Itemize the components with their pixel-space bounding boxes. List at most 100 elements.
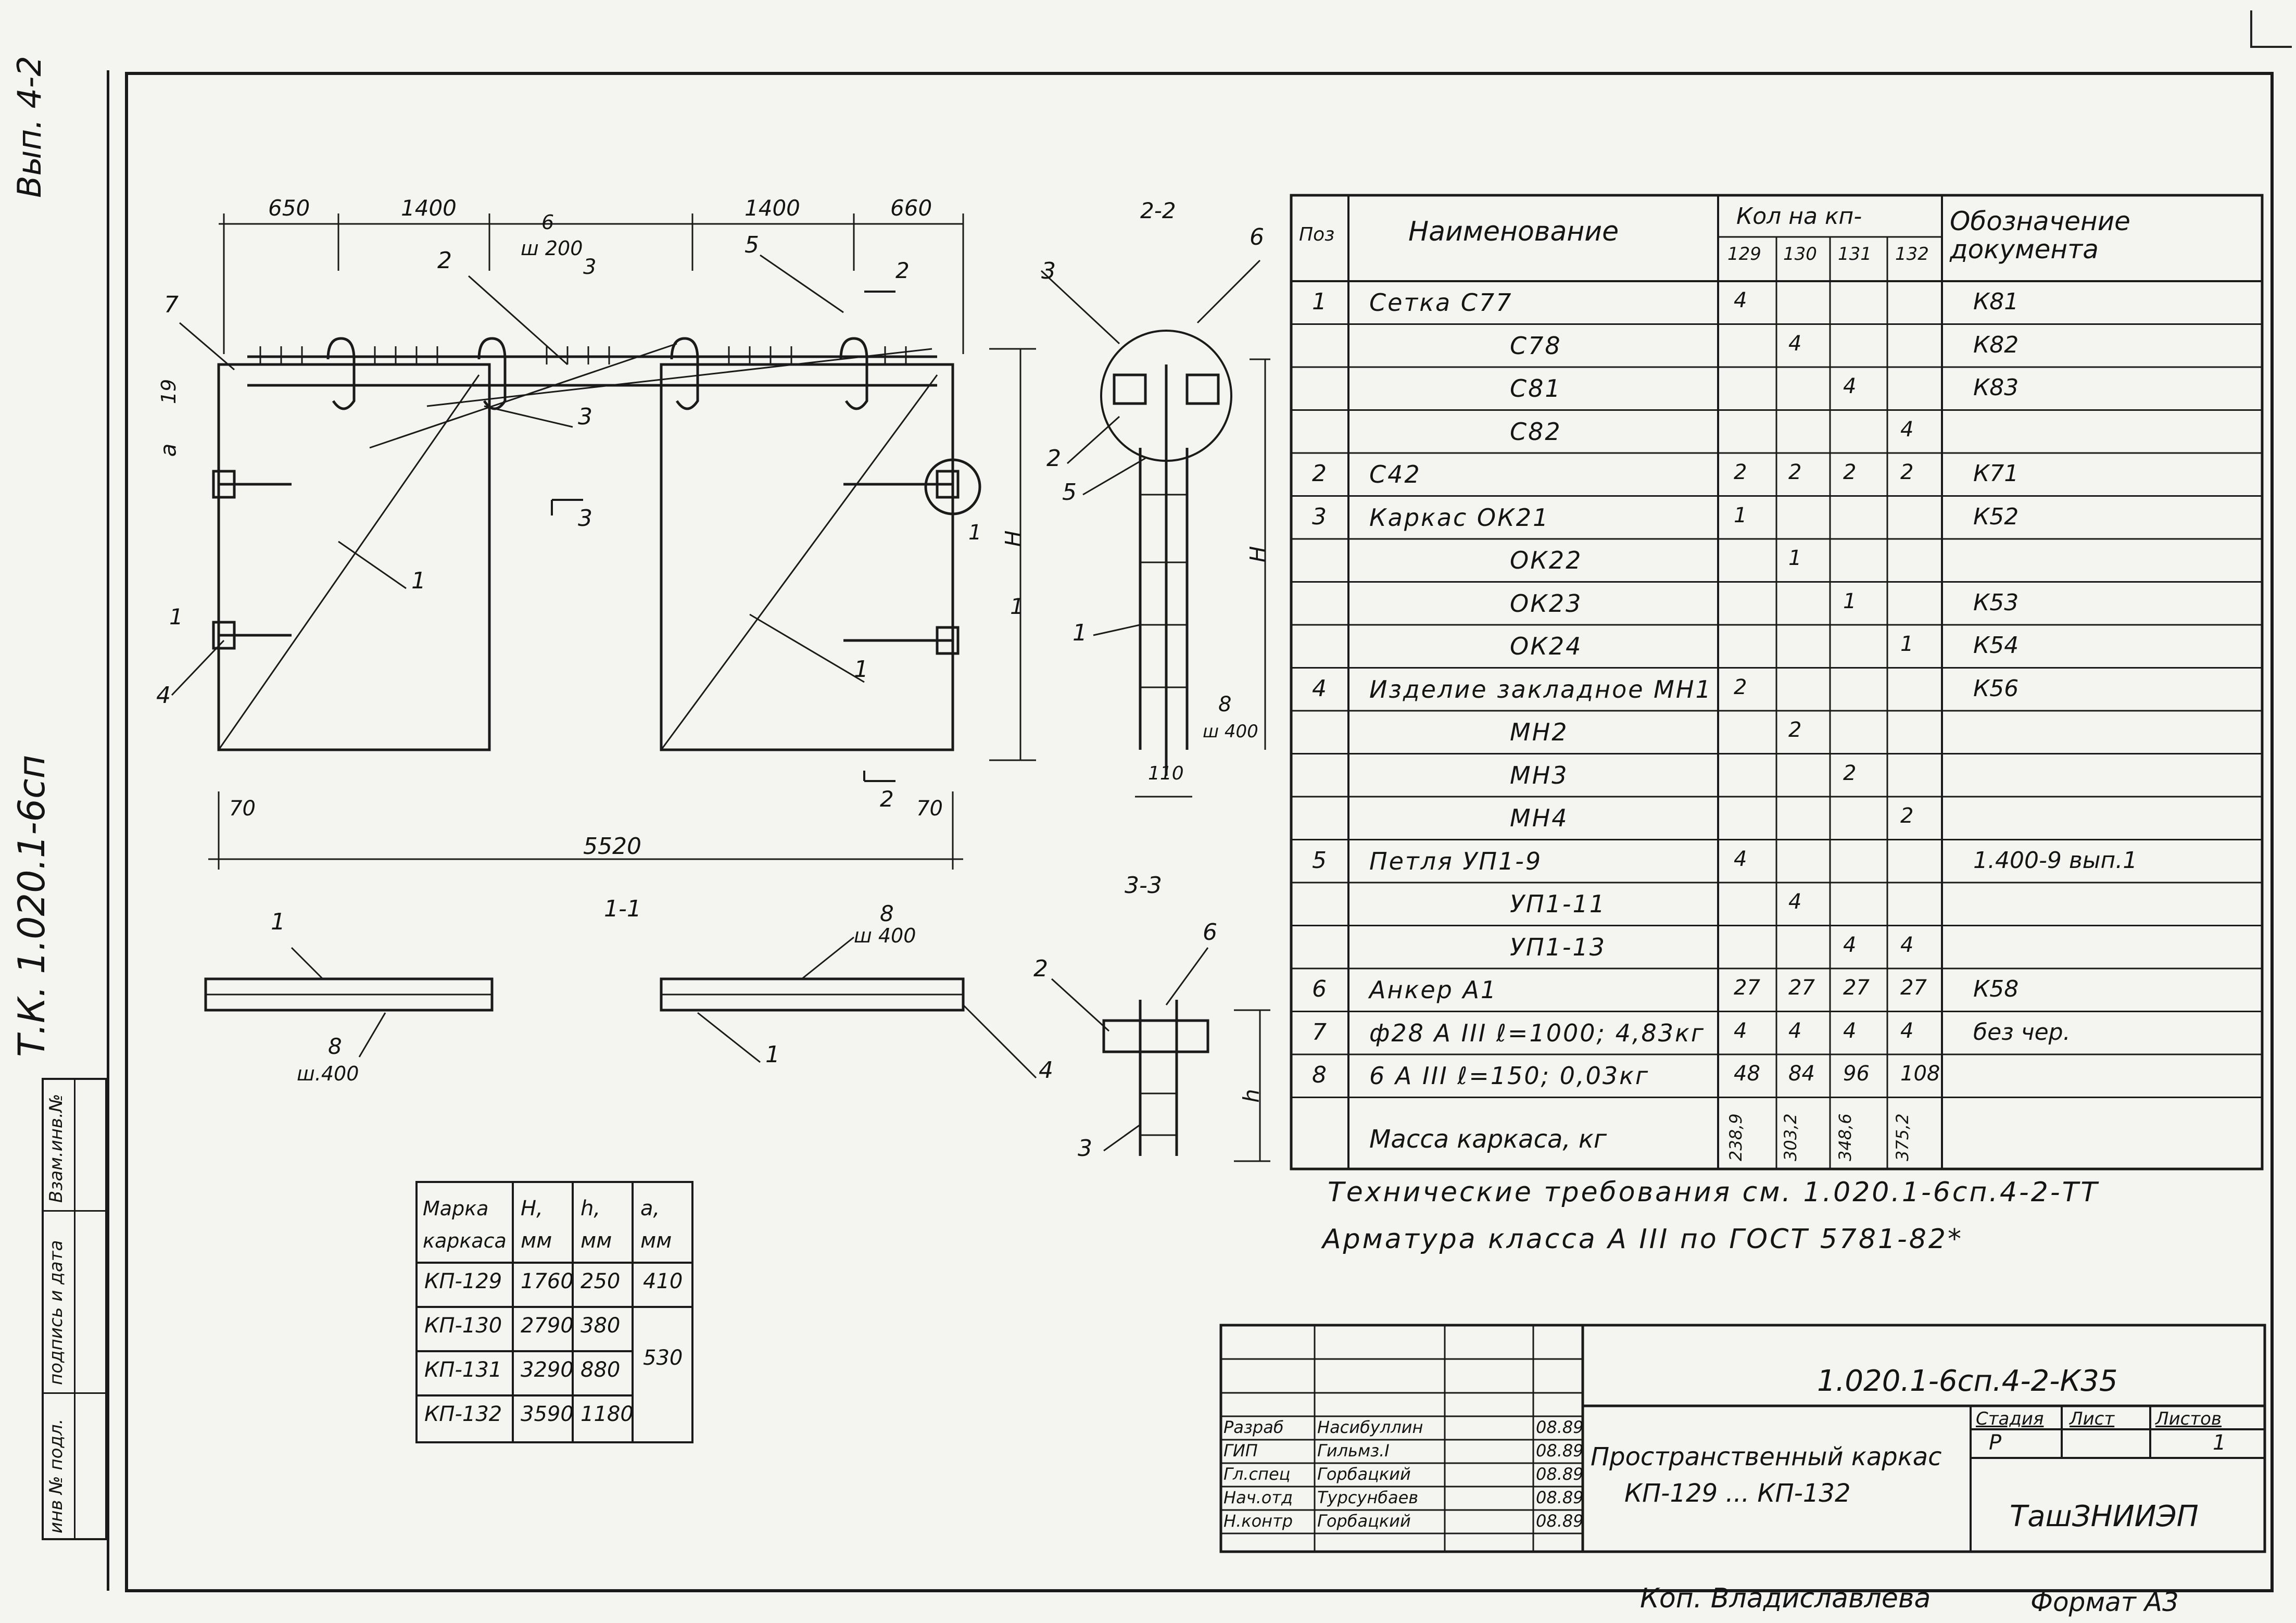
dim-w400-view22: ш 400	[1203, 721, 1258, 742]
spec-qty: 84	[1788, 1062, 1815, 1086]
spec-name: ОК22	[1510, 546, 1583, 574]
drawing-frame	[125, 72, 2274, 1592]
spec-qty: 2	[1900, 460, 1914, 484]
copied-by: Коп. Владиславлева	[1640, 1583, 1931, 1614]
v11-w400a: ш.400	[297, 1062, 359, 1085]
marks-cell: КП-130	[424, 1314, 502, 1338]
spec-qty: 96	[1843, 1062, 1870, 1086]
dim-19: 19	[157, 379, 181, 405]
spec-doc: 1.400-9 вып.1	[1973, 847, 2138, 874]
dim-110: 110	[1148, 763, 1184, 784]
spec-name: ОК24	[1510, 632, 1583, 660]
dim-spacing-w: ш 200	[521, 237, 583, 260]
spec-pos: 4	[1312, 675, 1327, 702]
spec-qty: 2	[1843, 460, 1857, 484]
spec-qty: 4	[1900, 1018, 1914, 1043]
v33-callout-3: 3	[1078, 1135, 1092, 1162]
title-block-name: Насибуллин	[1317, 1417, 1423, 1437]
spec-name: Анкер А1	[1369, 976, 1498, 1004]
spec-doc: К53	[1973, 589, 2019, 616]
spec-doc: без чер.	[1973, 1018, 2071, 1046]
spec-qty: 27	[1788, 976, 1815, 1000]
marks-cell: 2790	[521, 1314, 574, 1338]
spec-qty: 2	[1788, 718, 1802, 742]
v22-callout-1: 1	[1073, 620, 1087, 646]
spec-doc: К71	[1973, 460, 2019, 487]
spec-pos: 5	[1312, 847, 1327, 874]
marks-cell: КП-129	[424, 1269, 502, 1293]
dim-660: 660	[890, 195, 932, 221]
title-block-name: Горбацкий	[1317, 1511, 1411, 1531]
dim-8-view22: 8	[1218, 693, 1232, 716]
callout-5: 5	[745, 232, 759, 258]
spec-name: МН2	[1510, 718, 1569, 746]
spec-header-doc: Обозначение документа	[1950, 206, 2130, 265]
sheet-header: Лист	[2070, 1408, 2115, 1429]
spec-header-131: 131	[1838, 244, 1872, 265]
spec-pos: 7	[1312, 1018, 1327, 1046]
v22-callout-6: 6	[1250, 224, 1264, 250]
spec-qty: 4	[1734, 847, 1747, 871]
spec-name: 6 А III ℓ=150; 0,03кг	[1369, 1062, 1650, 1090]
view-2-2-title: 2-2	[1140, 198, 1176, 223]
stage-header: Стадия	[1976, 1408, 2044, 1429]
cut-3: 3	[578, 505, 592, 532]
dim-spacing: 6	[541, 211, 554, 234]
cut-2-bottom: 2	[880, 786, 894, 812]
marks-cell: 410	[643, 1269, 683, 1293]
v11-callout-8b: 8	[880, 901, 894, 926]
spec-doc: К52	[1973, 503, 2019, 530]
cut-1-left: 1	[169, 604, 183, 630]
dim-h: h	[1238, 1089, 1264, 1103]
title-block-role: Гл.спец	[1223, 1464, 1291, 1484]
spec-mass-value: 303,2	[1781, 1113, 1800, 1161]
callout-2-right: 2	[895, 258, 910, 283]
spec-qty: 4	[1734, 1018, 1747, 1043]
spec-pos: 8	[1312, 1062, 1327, 1088]
dim-H-view22: H	[1245, 546, 1271, 563]
marks-header-H: Н, мм	[521, 1197, 552, 1253]
spec-header-name: Наименование	[1408, 216, 1619, 247]
doc-title-1: Пространственный каркас	[1591, 1442, 1942, 1471]
title-block-role: Разраб	[1223, 1417, 1284, 1437]
view-1-1-title: 1-1	[604, 896, 641, 922]
title-block-role: Нач.отд	[1223, 1488, 1293, 1507]
marks-cell: КП-132	[424, 1402, 502, 1426]
spec-mass-value: 238,9	[1726, 1113, 1746, 1161]
marks-cell: 880	[581, 1358, 621, 1382]
spec-name: Петля УП1-9	[1369, 847, 1543, 875]
spec-header-qty: Кол на кп-	[1736, 203, 1862, 230]
spec-qty: 4	[1843, 1018, 1857, 1043]
title-block-role: ГИП	[1223, 1441, 1258, 1461]
spec-name: ф28 А III ℓ=1000; 4,83кг	[1369, 1018, 1706, 1047]
title-block-name: Горбацкий	[1317, 1464, 1411, 1484]
v33-callout-6: 6	[1203, 919, 1217, 946]
sheets-header: Листов	[2155, 1408, 2222, 1429]
frame-left-line	[107, 70, 109, 1591]
spec-qty: 27	[1734, 976, 1760, 1000]
spec-header-pos: Поз	[1299, 224, 1335, 245]
callout-3: 3	[578, 404, 592, 430]
title-block-date: 08.89	[1536, 1417, 1584, 1437]
spec-doc: К83	[1973, 374, 2019, 401]
corner-mark-h	[2250, 46, 2292, 48]
spec-name: С82	[1510, 417, 1562, 446]
spec-qty: 27	[1900, 976, 1927, 1000]
marks-cell: 1180	[581, 1402, 634, 1426]
spec-qty: 1	[1843, 589, 1857, 613]
spec-qty: 4	[1900, 417, 1914, 442]
spec-qty: 4	[1788, 1018, 1802, 1043]
title-block-date: 08.89	[1536, 1464, 1584, 1484]
organization: ТашЗНИИЭП	[2010, 1500, 2199, 1533]
marks-cell: 530	[643, 1346, 683, 1370]
spec-pos: 3	[1312, 503, 1327, 530]
marks-cell: 3290	[521, 1358, 574, 1382]
format-label: Формат А3	[2030, 1587, 2179, 1617]
spec-doc: К56	[1973, 675, 2019, 702]
v33-callout-2: 2	[1033, 955, 1048, 982]
marks-cell: 380	[581, 1314, 621, 1338]
spec-qty: 108	[1900, 1062, 1940, 1086]
marks-header-h: h, мм	[581, 1197, 612, 1253]
spec-qty: 4	[1788, 890, 1802, 914]
